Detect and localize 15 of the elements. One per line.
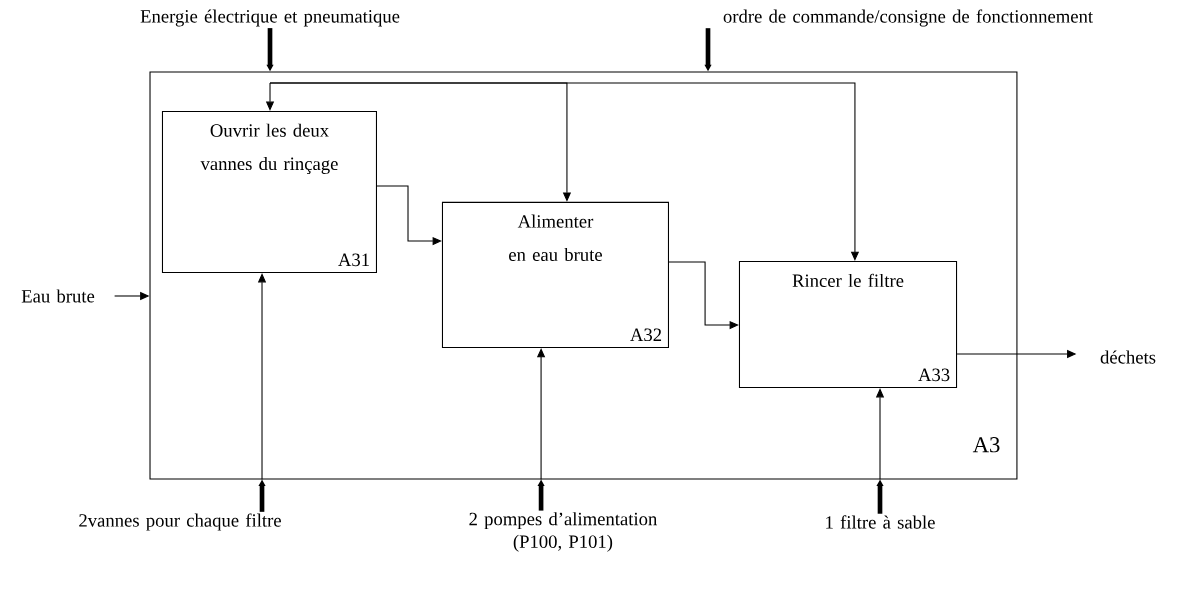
text-label: Energie électrique et pneumatique bbox=[140, 9, 400, 27]
text-label: ordre de commande/consigne de fonctionnement bbox=[723, 9, 1093, 27]
box-code: A3 bbox=[972, 437, 1000, 453]
text-label: 1 filtre à sable bbox=[826, 515, 935, 529]
box-code: A31 bbox=[338, 253, 369, 267]
box-code: A33 bbox=[918, 368, 950, 382]
box-code: A32 bbox=[630, 328, 662, 342]
arrow bbox=[269, 82, 860, 261]
text-label: déchets bbox=[1100, 350, 1156, 364]
text-label: 2vannes pour chaque filtre bbox=[79, 513, 281, 531]
box-title: Ouvrir les deux vannes du rinçage bbox=[200, 123, 338, 174]
text-label: 2 pompes d’alimentation (P100, P101) bbox=[469, 512, 658, 552]
box-title: Rincer le filtre bbox=[792, 273, 904, 288]
text-label: Eau brute bbox=[21, 289, 95, 303]
box-title: Alimenter en eau brute bbox=[509, 214, 602, 262]
